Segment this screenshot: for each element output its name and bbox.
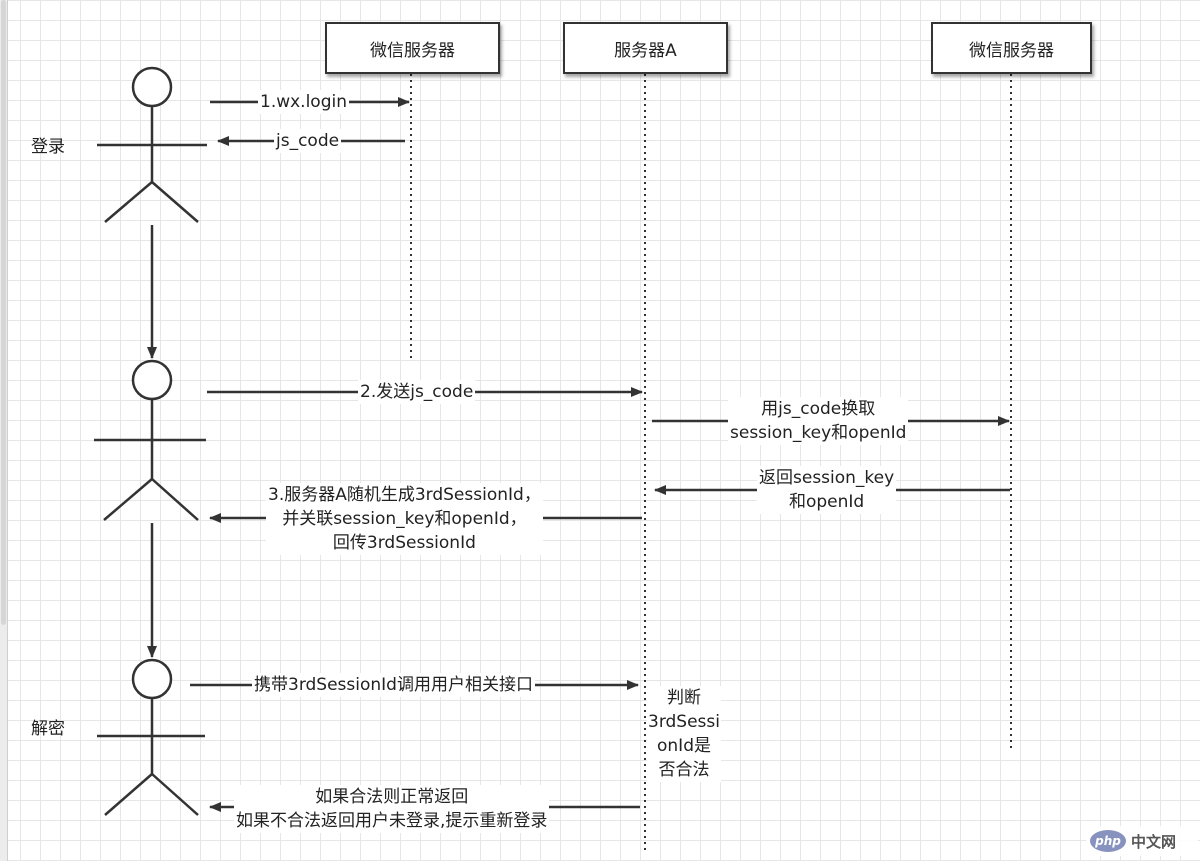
scrollbar-thumb[interactable] (1, 0, 6, 625)
participant-label: 服务器A (614, 40, 677, 61)
participant-wechat-server-1: 微信服务器 (325, 22, 500, 74)
participant-label: 微信服务器 (969, 40, 1054, 61)
participant-wechat-server-2: 微信服务器 (931, 22, 1092, 74)
message-label-return-session-key: 返回session_key 和openId (757, 466, 897, 514)
message-label-js-code: js_code (274, 129, 342, 153)
phase-label-login: 登录 (31, 137, 65, 157)
participant-server-a: 服务器A (563, 22, 728, 74)
message-label-exchange: 用js_code换取 session_key和openId (728, 397, 909, 445)
message-label-wx-login: 1.wx.login (258, 90, 350, 114)
watermark-site-name: 中文网 (1131, 832, 1177, 851)
php-logo-icon: php (1090, 830, 1126, 852)
message-label-3rd-session: 3.服务器A随机生成3rdSessionId， 并关联session_key和o… (266, 483, 543, 555)
site-watermark: php 中文网 (1086, 826, 1198, 856)
actor-figure-session (94, 359, 206, 521)
message-label-validate: 判断 3rdSessi onId是 否合法 (647, 686, 721, 782)
participant-label: 微信服务器 (370, 40, 455, 61)
message-label-return-result: 如果合法则正常返回 如果不合法返回用户未登录,提示重新登录 (234, 785, 550, 833)
message-label-call-api: 携带3rdSessionId调用用户相关接口 (252, 673, 535, 697)
phase-label-decrypt: 解密 (31, 719, 65, 739)
actor-figure-decrypt (97, 658, 205, 816)
actor-figure-login (97, 66, 207, 223)
vertical-scrollbar[interactable] (0, 0, 8, 861)
message-label-send-js-code: 2.发送js_code (358, 380, 476, 404)
